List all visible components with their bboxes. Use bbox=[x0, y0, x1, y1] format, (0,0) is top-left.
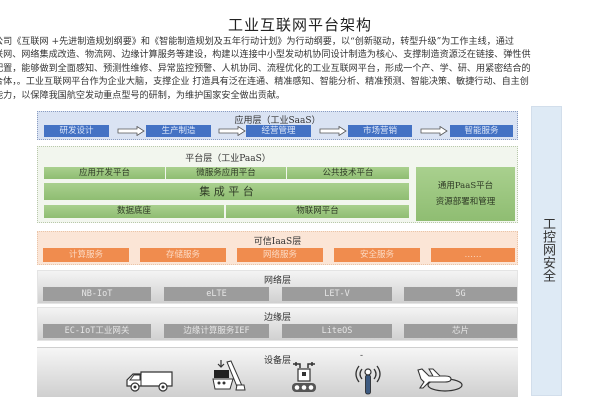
paas-integration-platform: 集 成 平 台 bbox=[44, 183, 409, 200]
paas-layer-label: 平台层（工业PaaS） bbox=[185, 154, 271, 164]
saas-layer: 应用层（工业SaaS） 研发设计 生产制造 经营管理 市场营销 智能服务 bbox=[37, 111, 518, 140]
van-icon bbox=[126, 371, 173, 392]
saas-item-rd-design: 研发设计 bbox=[44, 125, 109, 137]
edge-layer: 边缘层 EC-IoT工业网关 边缘计算服务IEF LiteOS 芯片 bbox=[37, 307, 518, 341]
device-layer: 设备层 - bbox=[37, 347, 518, 397]
network-elte: eLTE bbox=[164, 287, 269, 301]
intro-line: 合体，。工业互联网平台作为企业大脑，支撑企业 打造具有泛在连通、精准感知、智能分… bbox=[0, 77, 529, 88]
device-layer-label: 设备层 bbox=[263, 356, 291, 366]
right-arrow-icon bbox=[218, 126, 246, 136]
intro-paragraph: 公司《互联网 +先进制造规划纲要》和《智能制造规划及五年行动计划》为行动纲要，以… bbox=[0, 36, 600, 103]
intro-line: 联网、网络集成改造、物流网、边缘计算服务等建设，构建以连接中小型发动机协同设计制… bbox=[0, 50, 531, 61]
ics-security-label: 工控网安全 bbox=[540, 217, 555, 282]
wireless-sensor-icon bbox=[355, 365, 381, 395]
aircraft-icon bbox=[417, 368, 463, 392]
device-layer-dash: - bbox=[360, 351, 364, 361]
paas-app-dev-platform: 应用开发平台 bbox=[44, 167, 165, 179]
paas-iot-platform: 物联网平台 bbox=[226, 205, 409, 218]
intro-line: 能力，以保障我国航空发动重点型号的研制，为维护国家安全做出贡献。 bbox=[0, 90, 286, 101]
right-arrow-icon bbox=[319, 126, 347, 136]
intro-line: 公司《互联网 +先进制造规划纲要》和《智能制造规划及五年行动计划》为行动纲要，以… bbox=[0, 37, 514, 47]
saas-item-production: 生产制造 bbox=[146, 125, 211, 137]
conveyor-machine-icon bbox=[212, 360, 246, 391]
right-arrow-icon bbox=[420, 126, 448, 136]
saas-item-smart-service: 智能服务 bbox=[450, 125, 513, 137]
iaas-layer-label: 可信IaaS层 bbox=[253, 237, 302, 247]
intro-line: 配置，能够做到全面感知、预测性维修、异常监控预警、人机协同、流程优化的工业互联网… bbox=[0, 63, 531, 74]
network-layer-label: 网络层 bbox=[263, 276, 291, 286]
paas-microservice-platform: 微服务应用平台 bbox=[166, 167, 286, 179]
saas-item-operations: 经营管理 bbox=[246, 125, 311, 137]
saas-item-marketing: 市场营销 bbox=[348, 125, 412, 137]
network-nb-iot: NB-IoT bbox=[43, 287, 151, 301]
diagram-title: 工业互联网平台架构 bbox=[227, 16, 372, 34]
saas-layer-label: 应用层（工业SaaS） bbox=[234, 116, 321, 126]
paas-common-tech-platform: 公共技术平台 bbox=[287, 167, 409, 179]
network-5g: 5G bbox=[404, 287, 517, 301]
iaas-storage-service: 存储服务 bbox=[140, 248, 226, 262]
paas-resource-management: 资源部署和管理 bbox=[435, 197, 496, 207]
iaas-more-services: …… bbox=[431, 248, 515, 262]
network-let-v: LET-V bbox=[282, 287, 392, 301]
paas-data-foundation: 数据底座 bbox=[44, 205, 224, 218]
edge-ief-service: 边缘计算服务IEF bbox=[164, 324, 269, 338]
iaas-compute-service: 计算服务 bbox=[43, 248, 129, 262]
iaas-layer: 可信IaaS层 计算服务 存储服务 网络服务 安全服务 …… bbox=[37, 231, 518, 265]
edge-chip: 芯片 bbox=[404, 324, 517, 338]
iaas-network-service: 网络服务 bbox=[237, 248, 323, 262]
edge-layer-label: 边缘层 bbox=[263, 313, 291, 323]
robot-arm-icon bbox=[292, 362, 316, 392]
right-arrow-icon bbox=[117, 126, 145, 136]
iaas-security-service: 安全服务 bbox=[334, 248, 420, 262]
network-layer: 网络层 NB-IoT eLTE LET-V 5G bbox=[37, 270, 518, 304]
paas-general-platform-title: 通用PaaS平台 bbox=[437, 181, 494, 191]
ics-security-panel: 工控网安全 bbox=[531, 106, 562, 396]
paas-layer: 平台层（工业PaaS） 应用开发平台 微服务应用平台 公共技术平台 集 成 平 … bbox=[37, 146, 518, 223]
paas-general-platform: 通用PaaS平台 资源部署和管理 bbox=[416, 167, 515, 221]
edge-liteos: LiteOS bbox=[282, 324, 392, 338]
edge-ec-iot-gateway: EC-IoT工业网关 bbox=[43, 324, 151, 338]
